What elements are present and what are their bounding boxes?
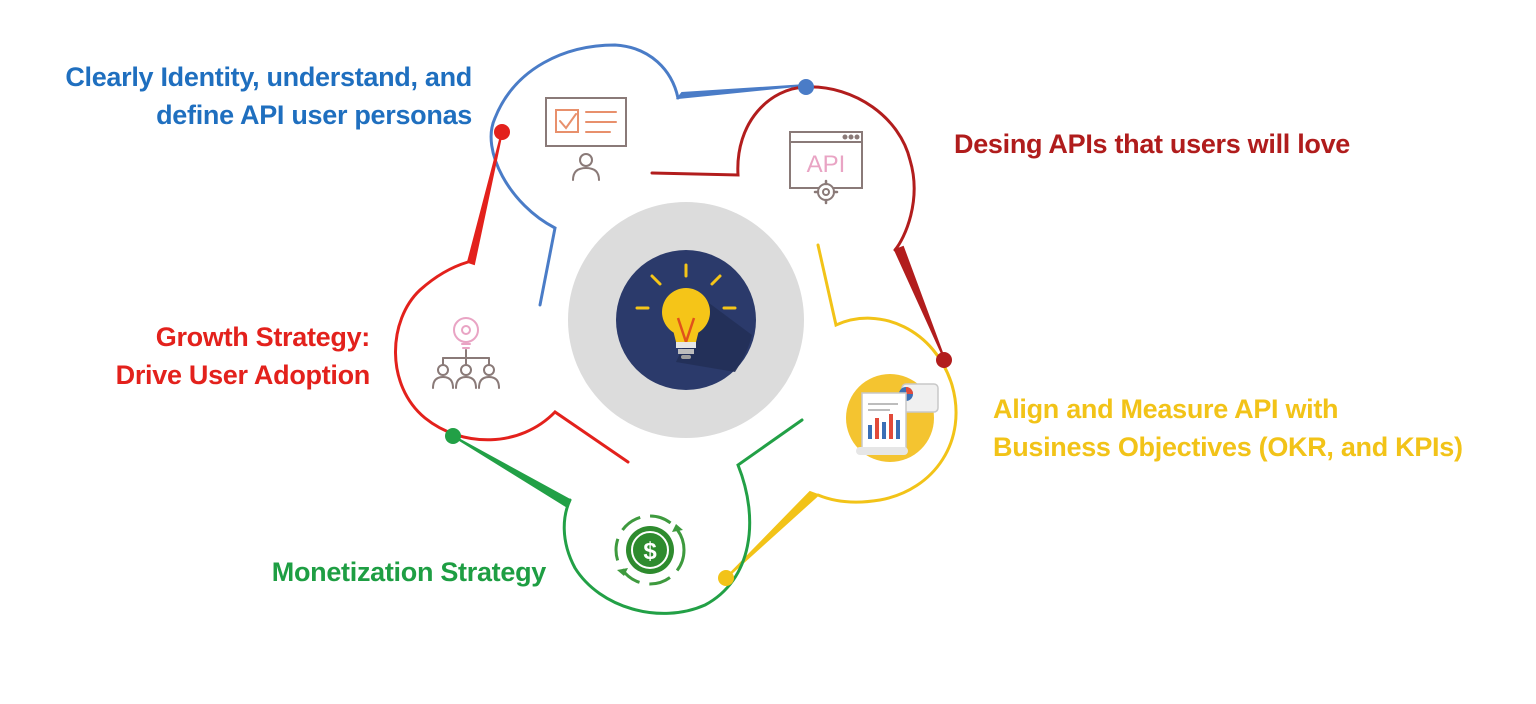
petal-monetize-pointer [452, 435, 572, 508]
step-label-align-line-2: Business Objectives (OKR, and KPIs) [993, 432, 1463, 462]
step-label-growth: Growth Strategy: Drive User Adoption [115, 318, 371, 394]
step-label-growth-line-2: Drive User Adoption [115, 360, 371, 390]
petal-align [816, 243, 958, 504]
petal-monetize [562, 418, 804, 615]
step-label-personas-line-1: Clearly Identity, understand, and [65, 62, 472, 92]
step-label-monetize-line-1: Monetization Strategy [271, 557, 547, 587]
connector-dot-blue [798, 79, 814, 95]
dollar-cycle-icon: $ [614, 514, 686, 586]
step-label-personas: Clearly Identity, understand, and define… [65, 58, 472, 134]
report-chart-document-icon [846, 374, 939, 462]
idea-team-icon [432, 317, 500, 389]
step-label-personas-line-2: define API user personas [156, 100, 472, 130]
petal-design [650, 85, 916, 252]
api-window-gear-icon: API [789, 131, 863, 205]
connector-dot-red [494, 124, 510, 140]
step-label-monetize: Monetization Strategy [271, 553, 547, 591]
petal-growth-pointer [466, 131, 503, 266]
step-label-design-line-1: Desing APIs that users will love [954, 129, 1351, 159]
connector-dot-darkred [936, 352, 952, 368]
step-label-growth-line-1: Growth Strategy: [155, 322, 371, 352]
petal-design-pointer [893, 245, 945, 359]
svg-text:API: API [807, 151, 846, 178]
petal-personas [489, 43, 680, 307]
persona-presentation-icon [545, 97, 627, 181]
svg-text:$: $ [643, 538, 657, 565]
petal-personas-pointer [675, 84, 807, 100]
step-label-design: Desing APIs that users will love [954, 125, 1350, 163]
petal-align-pointer [725, 490, 820, 579]
center-hub [568, 202, 804, 438]
lightbulb-icon [635, 263, 737, 359]
connector-dot-green [445, 428, 461, 444]
connector-dot-yellow [718, 570, 734, 586]
petal-growth [394, 260, 630, 464]
step-label-align: Align and Measure API with Business Obje… [993, 390, 1463, 466]
step-label-align-line-1: Align and Measure API with [993, 394, 1339, 424]
